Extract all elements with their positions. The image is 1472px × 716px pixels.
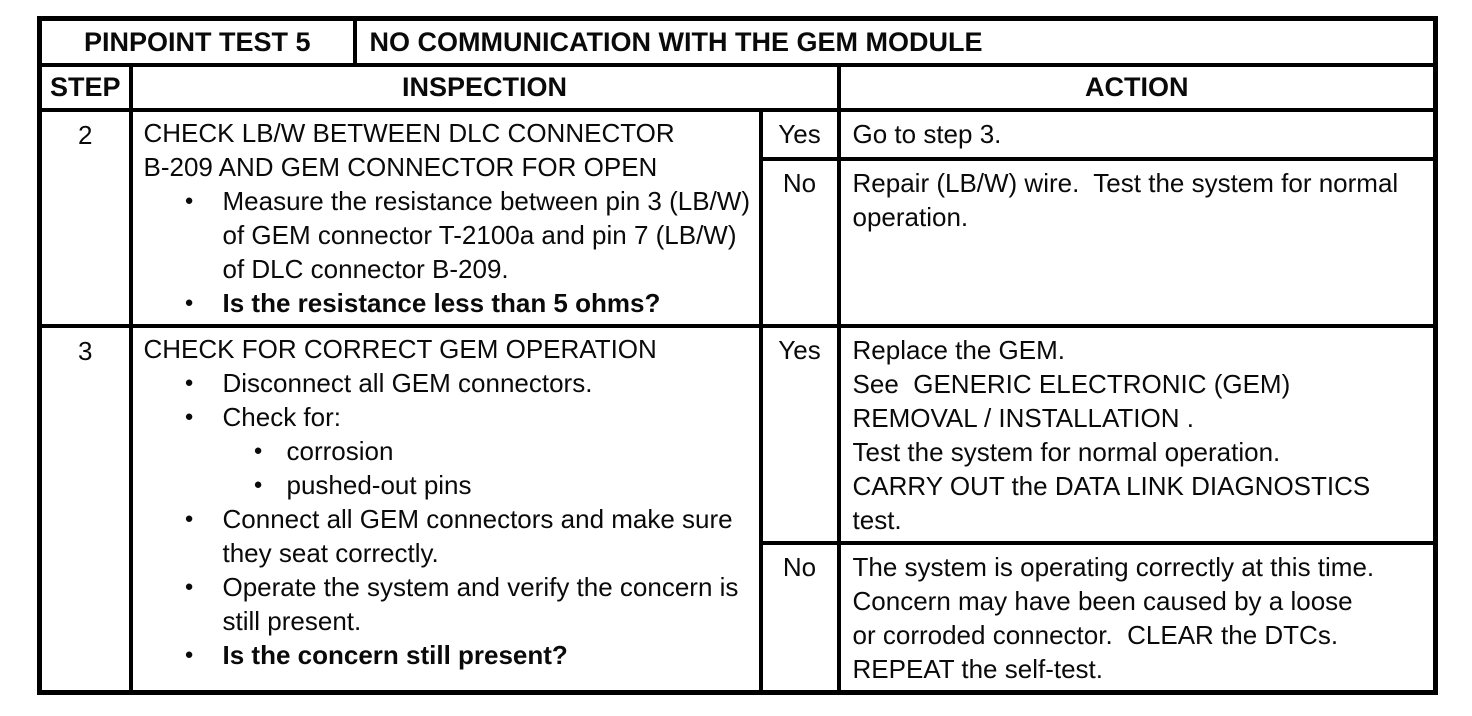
bullet-text: Check for:	[223, 400, 342, 434]
pinpoint-test-table: PINPOINT TEST 5 NO COMMUNICATION WITH TH…	[37, 16, 1439, 695]
bullet-item: ● pushed-out pins	[144, 468, 753, 502]
text-line: Measure the resistance between pin 3 (LB…	[222, 185, 750, 216]
bullet-item: ● Connect all GEM connectors and make sur…	[144, 502, 753, 570]
bullet-icon: ●	[184, 293, 194, 311]
column-header-action: ACTION	[836, 62, 1438, 112]
bullet-icon: ●	[184, 191, 194, 209]
text-line: CHECK FOR CORRECT GEM OPERATION	[143, 333, 657, 364]
bullet-item: ● Is the concern still present?	[144, 638, 753, 672]
bullet-item: ● corrosion	[144, 434, 753, 468]
text-line: Operate the system and verify the concer…	[222, 571, 739, 602]
step-3-branch-no: No The system is operating correctly at t…	[40, 540, 1438, 694]
bullet-icon: ●	[184, 509, 194, 527]
bullet-icon: ●	[184, 577, 194, 595]
text-line: operation.	[852, 201, 969, 232]
answer-yes: Yes	[758, 107, 841, 161]
text-line: pushed-out pins	[286, 469, 472, 500]
text-line: See GENERIC ELECTRONIC (GEM)	[852, 368, 1291, 399]
step-number: 2	[37, 107, 133, 328]
text-line: CHECK LB/W BETWEEN DLC CONNECTOR	[143, 117, 675, 148]
step-3-branch-yes: 3 CHECK FOR CORRECT GEM OPERATION ● Disconn…	[37, 323, 1438, 694]
bullet-icon: ●	[184, 373, 194, 391]
bullet-item: ● Check for:	[144, 400, 753, 434]
bullet-text: Is the resistance less than 5 ohms?	[223, 286, 661, 320]
answer-no: No	[758, 156, 841, 328]
bullet-text: corrosion	[287, 434, 394, 468]
action-cell: Go to step 3.	[836, 107, 1438, 161]
text-line: of GEM connector T-2100a and pin 7 (LB/W…	[222, 219, 737, 250]
text-line: test.	[852, 504, 902, 535]
pinpoint-test-label: PINPOINT TEST 5	[37, 16, 357, 67]
column-header-row: STEP INSPECTION ACTION	[37, 62, 1438, 112]
text-line: Go to step 3.	[852, 118, 1002, 149]
text-line: or corroded connector. CLEAR the DTCs.	[852, 619, 1339, 650]
text-line: REMOVAL / INSTALLATION .	[852, 402, 1194, 433]
title-row: PINPOINT TEST 5 NO COMMUNICATION WITH TH…	[37, 16, 1438, 67]
bullet-text: Connect all GEM connectors and make sure…	[223, 502, 733, 570]
bullet-icon: ●	[184, 645, 194, 663]
inspection-cell: CHECK FOR CORRECT GEM OPERATION ● Disconne…	[128, 323, 763, 694]
text-line: CARRY OUT the DATA LINK DIAGNOSTICS	[852, 470, 1371, 501]
text-line: still present.	[222, 605, 362, 636]
column-header-step: STEP	[37, 62, 133, 112]
answer-no: No	[758, 540, 841, 694]
step-number: 3	[37, 323, 133, 694]
bullet-text: Is the concern still present?	[223, 638, 568, 672]
column-header-inspection: INSPECTION	[128, 62, 841, 112]
text-line: Repair (LB/W) wire. Test the system for …	[852, 167, 1399, 198]
text-line: Concern may have been caused by a loose	[852, 585, 1353, 616]
bullet-text: pushed-out pins	[287, 468, 472, 502]
bullet-item: ● Is the resistance less than 5 ohms?	[144, 286, 753, 320]
text-line: Test the system for normal operation.	[852, 436, 1281, 467]
bullet-text: Operate the system and verify the concer…	[223, 570, 739, 638]
answer-yes: Yes	[758, 323, 841, 545]
pinpoint-test-title: NO COMMUNICATION WITH THE GEM MODULE	[352, 16, 1438, 67]
table-header: PINPOINT TEST 5 NO COMMUNICATION WITH TH…	[37, 16, 1438, 112]
bullet-icon: ●	[253, 441, 263, 459]
text-line: Is the resistance less than 5 ohms?	[222, 287, 661, 318]
text-line: Replace the GEM.	[852, 334, 1065, 365]
inspection-heading: CHECK FOR CORRECT GEM OPERATION	[144, 332, 753, 366]
bullet-item: ● Operate the system and verify the conce…	[144, 570, 753, 638]
bullet-icon: ●	[184, 407, 194, 425]
text-line: Connect all GEM connectors and make sure	[222, 503, 733, 534]
bullet-text: Measure the resistance between pin 3 (LB…	[223, 184, 750, 286]
text-line: Is the concern still present?	[222, 639, 568, 670]
action-cell: The system is operating correctly at thi…	[836, 540, 1438, 694]
bullet-item: ● Measure the resistance between pin 3 (L…	[144, 184, 753, 286]
text-line: The system is operating correctly at thi…	[852, 551, 1375, 582]
bullet-text: Disconnect all GEM connectors.	[223, 366, 593, 400]
text-line: B-209 AND GEM CONNECTOR FOR OPEN	[143, 151, 658, 182]
text-line: REPEAT the self-test.	[852, 653, 1103, 684]
action-cell: Replace the GEM.See GENERIC ELECTRONIC (…	[836, 323, 1438, 545]
step-2-branch-no: No Repair (LB/W) wire. Test the system fo…	[40, 156, 1438, 328]
action-cell: Repair (LB/W) wire. Test the system for …	[836, 156, 1438, 328]
text-line: Disconnect all GEM connectors.	[222, 367, 593, 398]
text-line: corrosion	[286, 435, 394, 466]
text-line: Check for:	[222, 401, 342, 432]
text-line: they seat correctly.	[222, 537, 439, 568]
bullet-item: ● Disconnect all GEM connectors.	[144, 366, 753, 400]
text-line: of DLC connector B-209.	[222, 253, 509, 284]
bullet-icon: ●	[253, 475, 263, 493]
